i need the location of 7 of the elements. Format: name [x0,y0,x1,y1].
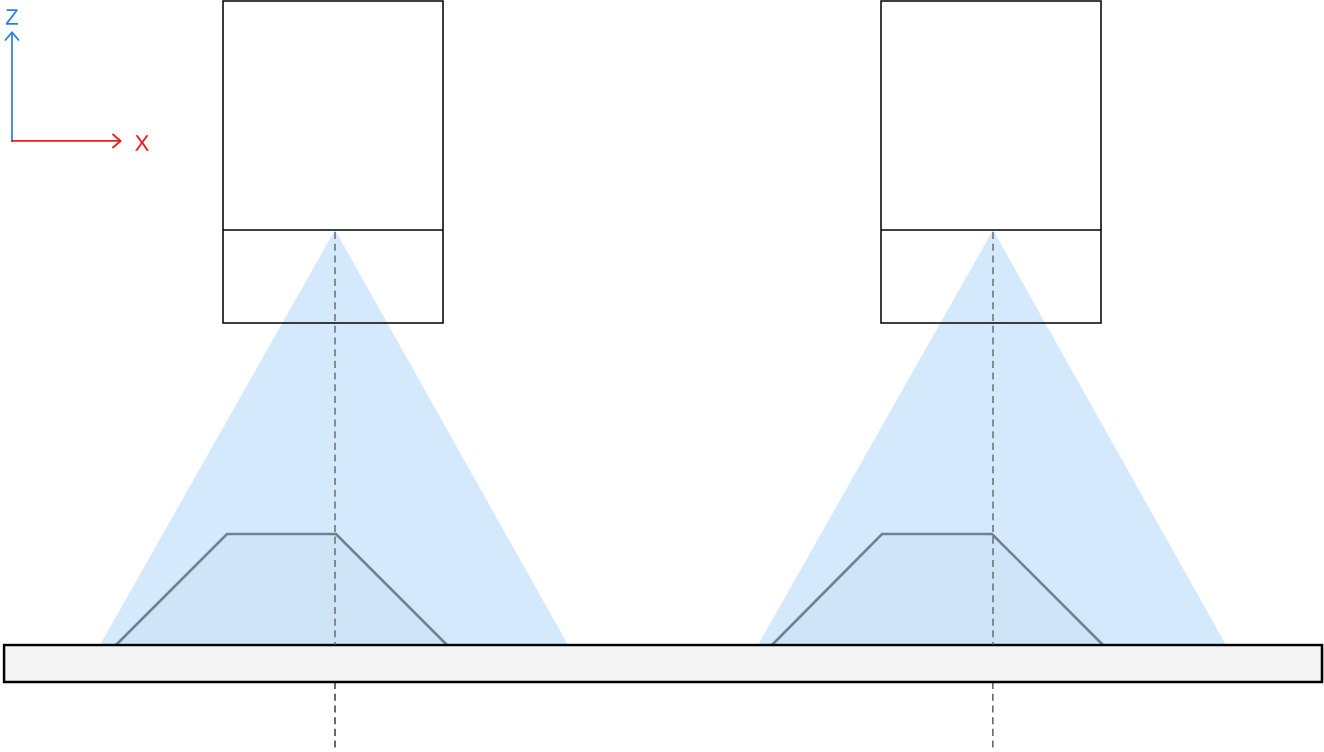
object-drawing [115,532,448,646]
camera-drawing [222,0,444,324]
conveyor-belt [2,643,1324,684]
axis-label: X [135,135,149,151]
camera-drawing [880,0,1102,324]
object-drawing [771,532,1104,646]
axis-label: Z [5,9,19,25]
